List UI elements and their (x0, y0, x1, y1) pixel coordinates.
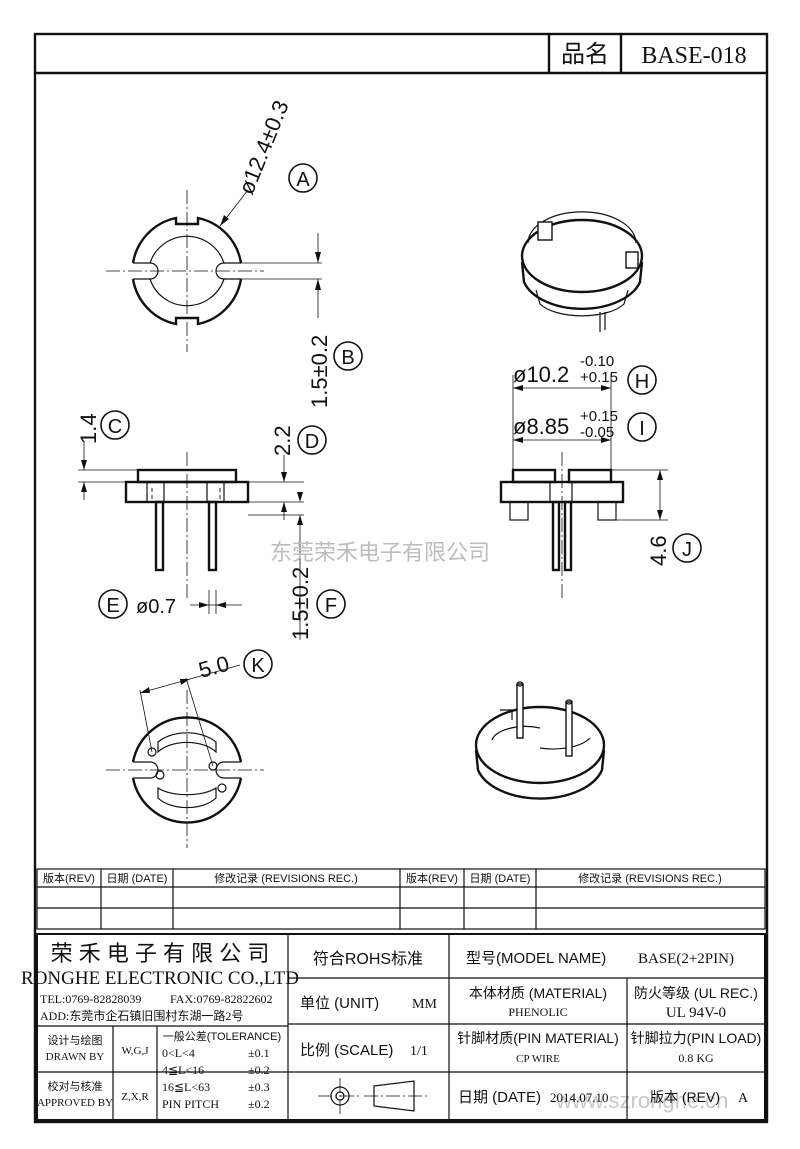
callout-f: F (316, 589, 346, 619)
tolerance-range-1: 0<L<4 (162, 1046, 195, 1060)
callout-a-letter: A (296, 169, 310, 191)
side-view-right: ø10.2 -0.10 +0.15 ø8.85 +0.15 -0.05 4.6 (499, 353, 671, 600)
drawn-by-value: W,G,J (121, 1045, 149, 1057)
callout-c: C (100, 410, 130, 440)
projection-symbol-icon (318, 1078, 428, 1114)
rev-label: 版本 (REV) (650, 1089, 720, 1105)
dim-h-lower-tol: +0.15 (580, 369, 618, 386)
tolerance-value-4: ±0.2 (248, 1097, 270, 1111)
material-value: PHENOLIC (508, 1005, 567, 1019)
dim-pitch: 5.0 (196, 651, 232, 683)
iso-view-bottom (474, 681, 606, 800)
dim-h-base: ø10.2 (513, 362, 569, 387)
tolerance-range-2: 4≦L<16 (162, 1063, 204, 1077)
watermark-company: 东莞荣禾电子有限公司 (270, 540, 490, 565)
callout-c-letter: C (108, 416, 122, 438)
title-block: 荣 禾 电 子 有 限 公 司 RONGHE ELECTRONIC CO.,LT… (21, 933, 766, 1121)
unit-label: 单位 (UNIT) (300, 995, 379, 1012)
top-view: ø12.4±0.3 1.5±0.2 (106, 97, 332, 408)
pin-material-label: 针脚材质(PIN MATERIAL) (457, 1030, 619, 1046)
callout-k: K (243, 649, 273, 679)
callout-j-letter: J (682, 539, 692, 561)
callout-i: I (627, 412, 657, 442)
dim-height: 4.6 (646, 535, 671, 566)
date-label: 日期 (DATE) (458, 1089, 541, 1106)
dim-flange: 1.4 (76, 413, 101, 444)
tolerance-title: 一般公差(TOLERANCE) (163, 1029, 281, 1043)
tolerance-value-1: ±0.1 (248, 1046, 270, 1060)
callout-b-letter: B (341, 347, 354, 369)
approved-by-label-cn: 校对与核准 (48, 1079, 103, 1093)
dim-h-upper-tol: -0.10 (580, 353, 614, 370)
dim-slot-depth: 2.2 (270, 425, 295, 456)
callout-j: J (672, 533, 702, 563)
callout-h: H (627, 365, 657, 395)
company-fax: FAX:0769-82822602 (170, 992, 272, 1006)
outer-frame (33, 32, 769, 1124)
product-label: 品名 (561, 41, 609, 68)
callout-b: B (333, 341, 363, 371)
callout-h-letter: H (635, 371, 649, 393)
dim-pin-gap: 1.5±0.2 (307, 335, 332, 408)
tolerance-range-4: PIN PITCH (162, 1097, 219, 1111)
watermark-url: www.szronghe.cn (555, 1088, 728, 1113)
rev-header-date-2: 日期 (DATE) (470, 872, 531, 885)
callout-e: E (98, 589, 128, 619)
tolerance-value-3: ±0.3 (248, 1080, 270, 1094)
rohs-label: 符合ROHS标准 (313, 950, 423, 968)
callout-k-letter: K (251, 655, 265, 677)
tolerance-range-3: 16≦L<63 (162, 1080, 210, 1094)
approved-by-value: Z,X,R (121, 1091, 149, 1103)
callout-d-letter: D (305, 431, 319, 453)
rev-header-rev-2: 版本(REV) (406, 871, 458, 885)
drawn-by-label-en: DRAWN BY (46, 1051, 105, 1063)
flame-value: UL 94V-0 (666, 1005, 726, 1021)
tolerance-value-2: ±0.2 (248, 1063, 270, 1077)
pin-load-label: 针脚拉力(PIN LOAD) (631, 1030, 762, 1046)
scale-label: 比例 (SCALE) (300, 1042, 393, 1059)
rev-header-rec-1: 修改记录 (REVISIONS REC.) (214, 871, 358, 885)
rev-header-rev-1: 版本(REV) (43, 871, 95, 885)
callout-e-letter: E (106, 595, 119, 617)
model-label: 型号(MODEL NAME) (466, 950, 606, 967)
callout-a: A (288, 163, 318, 193)
flame-label: 防火等级 (UL REC.) (634, 985, 758, 1001)
dim-i-base: ø8.85 (513, 414, 569, 439)
callout-i-letter: I (639, 418, 645, 440)
callout-f-letter: F (325, 595, 337, 617)
model-value: BASE(2+2PIN) (638, 951, 734, 967)
dim-i-upper-tol: +0.15 (580, 408, 618, 425)
company-tel: TEL:0769-82828039 (40, 992, 141, 1006)
rev-header-rec-2: 修改记录 (REVISIONS REC.) (578, 871, 722, 885)
pin-material-value: CP WIRE (516, 1053, 560, 1065)
bottom-view: 5.0 (106, 651, 264, 848)
company-name-en: RONGHE ELECTRONIC CO.,LTD (21, 968, 299, 989)
scale-value: 1/1 (410, 1044, 428, 1059)
rev-header-date-1: 日期 (DATE) (107, 872, 168, 885)
drawn-by-label-cn: 设计与绘图 (48, 1033, 103, 1047)
dim-pin-diameter: ø0.7 (136, 596, 176, 618)
product-value: BASE-018 (641, 43, 746, 69)
pin-load-value: 0.8 KG (678, 1051, 714, 1065)
date-value: 2014.07.10 (550, 1090, 609, 1105)
product-title-box: 品名 BASE-018 (35, 34, 767, 75)
company-name-cn: 荣 禾 电 子 有 限 公 司 (51, 941, 270, 966)
dim-outer-diameter: ø12.4±0.3 (233, 97, 293, 198)
approved-by-label-en: APPROVED BY (37, 1097, 113, 1109)
dim-i-lower-tol: -0.05 (580, 424, 614, 441)
revision-table: 版本(REV) 日期 (DATE) 修改记录 (REVISIONS REC.) … (36, 868, 766, 930)
unit-value: MM (412, 997, 437, 1012)
dim-pin-offset: 1.5±0.2 (288, 567, 313, 640)
rev-value: A (738, 1091, 749, 1106)
side-view-left: 1.4 2.2 1.5±0.2 ø0.7 (76, 413, 313, 640)
callout-d: D (297, 425, 327, 455)
iso-view-top (520, 211, 644, 332)
material-label: 本体材质 (MATERIAL) (469, 985, 607, 1001)
company-address: ADD:东莞市企石镇旧围村东湖一路2号 (40, 1008, 243, 1023)
